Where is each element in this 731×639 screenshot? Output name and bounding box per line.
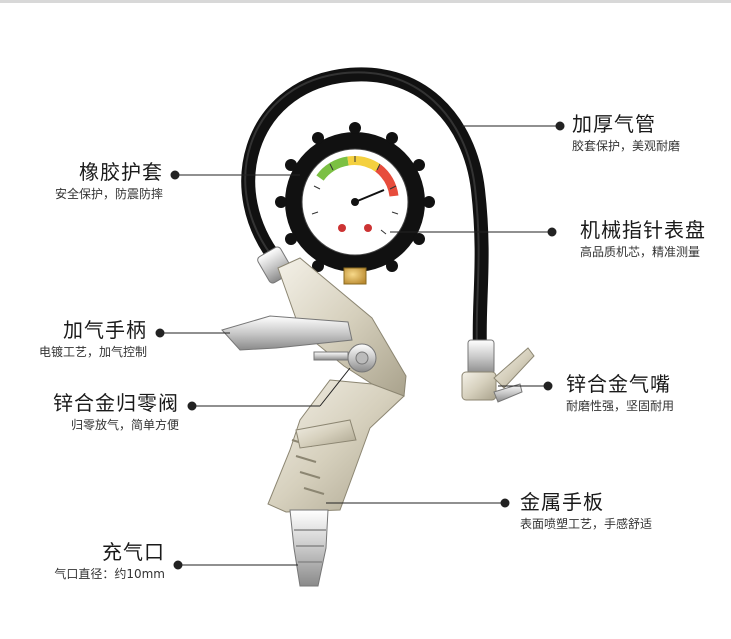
callout-handle-title: 金属手板 — [520, 490, 604, 514]
callout-hose: 加厚气管 胶套保护，美观耐磨 — [572, 112, 680, 154]
gauge-connector — [343, 267, 367, 285]
gun-body — [267, 257, 407, 587]
callout-nozzle: 锌合金气嘴 耐磨性强，坚固耐用 — [566, 372, 674, 414]
trigger-lever — [221, 315, 353, 351]
callout-trigger: 加气手柄 电镀工艺，加气控制 — [39, 318, 147, 360]
callout-gauge-subtitle: 高品质机芯，精准测量 — [580, 245, 701, 259]
air-chuck — [461, 339, 535, 403]
callout-nozzle-subtitle: 耐磨性强，坚固耐用 — [566, 399, 675, 413]
callout-trigger-title: 加气手柄 — [63, 318, 147, 342]
callout-handle: 金属手板 表面喷塑工艺，手感舒适 — [520, 490, 652, 532]
callout-valve-subtitle: 归零放气，简单方便 — [70, 418, 179, 432]
callout-nozzle-title: 锌合金气嘴 — [566, 372, 671, 396]
callout-rubber-cover-subtitle: 安全保护，防震防摔 — [54, 187, 163, 201]
top-border — [0, 0, 731, 3]
callout-valve: 锌合金归零阀 归零放气，简单方便 — [53, 391, 179, 433]
callout-inlet-title: 充气口 — [102, 540, 165, 564]
callout-hose-subtitle: 胶套保护，美观耐磨 — [572, 139, 681, 153]
callout-lines — [155, 121, 565, 570]
release-valve — [313, 343, 377, 373]
callout-gauge-title: 机械指针表盘 — [580, 218, 706, 242]
callout-trigger-subtitle: 电镀工艺，加气控制 — [38, 345, 147, 359]
callout-rubber-cover-title: 橡胶护套 — [79, 160, 163, 184]
callout-handle-subtitle: 表面喷塑工艺，手感舒适 — [520, 517, 653, 531]
callout-hose-title: 加厚气管 — [572, 112, 656, 136]
pressure-gauge — [275, 122, 435, 282]
callout-rubber-cover: 橡胶护套 安全保护，防震防摔 — [55, 160, 163, 202]
callout-valve-title: 锌合金归零阀 — [53, 391, 179, 415]
callout-inlet-subtitle: 气口直径：约10mm — [54, 567, 165, 581]
callout-gauge: 机械指针表盘 高品质机芯，精准测量 — [580, 218, 706, 260]
callout-inlet: 充气口 气口直径：约10mm — [54, 540, 165, 582]
